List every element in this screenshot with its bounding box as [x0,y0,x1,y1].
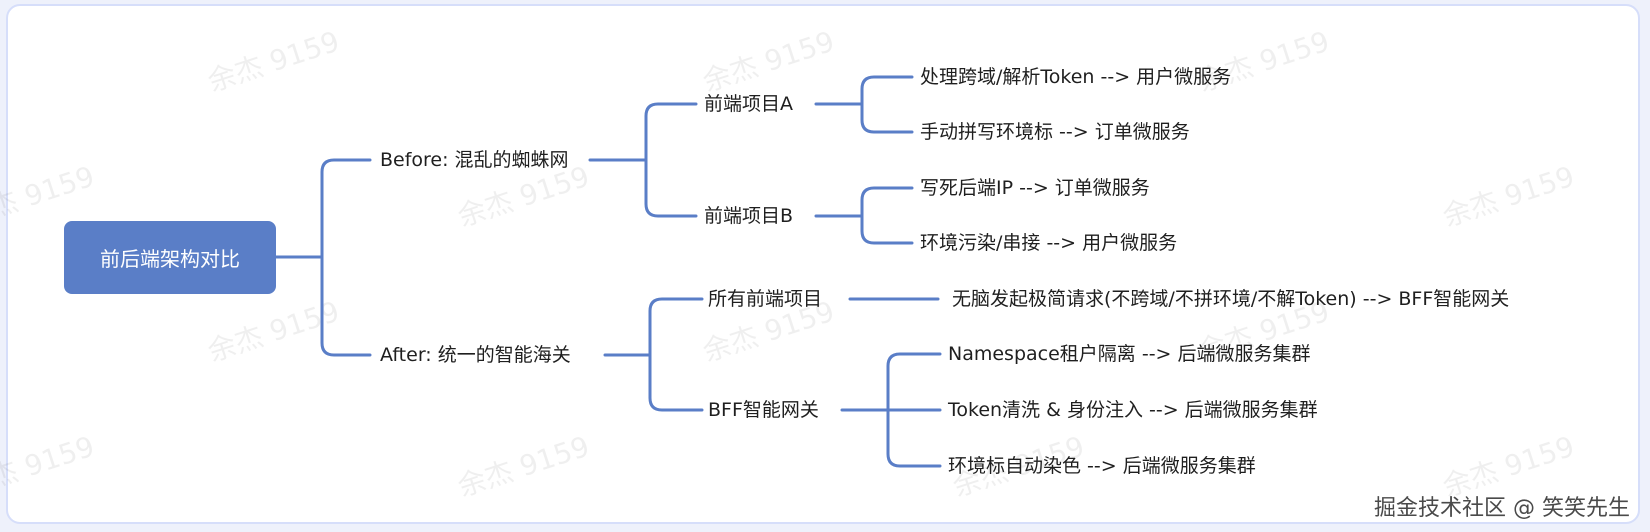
connector-after-bff [648,353,704,412]
connector-before-b [644,158,698,218]
leaf-a-2: 手动拼写环境标 --> 订单微服务 [920,121,1190,143]
node-frontend-a: 前端项目A [704,93,793,115]
leaf-all-1: 无脑发起极简请求(不跨域/不拼环境/不解Token) --> BFF智能网关 [952,288,1510,310]
root-node: 前后端架构对比 [64,221,276,294]
leaf-b-2: 环境污染/串接 --> 用户微服务 [920,232,1178,254]
connector-b-2 [860,214,914,245]
connector-a-2 [860,102,914,134]
footer-credit: 掘金技术社区 @ 笑笑先生 [1374,496,1630,521]
connector-before-a [644,102,698,162]
branch-before: Before: 混乱的蜘蛛网 [380,149,569,171]
node-bff-gateway: BFF智能网关 [708,399,819,421]
root-label: 前后端架构对比 [100,247,240,271]
connector-bff-1 [886,352,942,412]
diagram-frame [6,4,1640,524]
connector-after-all [648,297,704,357]
node-frontend-b: 前端项目B [704,205,794,227]
node-all-frontends: 所有前端项目 [708,288,823,310]
leaf-bff-3: 环境标自动染色 --> 后端微服务集群 [948,455,1256,477]
leaf-a-1: 处理跨域/解析Token --> 用户微服务 [920,66,1232,88]
leaf-bff-1: Namespace租户隔离 --> 后端微服务集群 [948,343,1311,365]
branch-after: After: 统一的智能海关 [380,344,571,366]
connector-b-1 [860,186,914,218]
connector-bff-3 [886,408,942,468]
connector-root-before [320,158,372,259]
leaf-bff-2: Token清洗 & 身份注入 --> 后端微服务集群 [948,399,1318,421]
leaf-b-1: 写死后端IP --> 订单微服务 [920,177,1150,199]
connector-a-1 [860,75,914,106]
connector-root-after [320,255,372,357]
